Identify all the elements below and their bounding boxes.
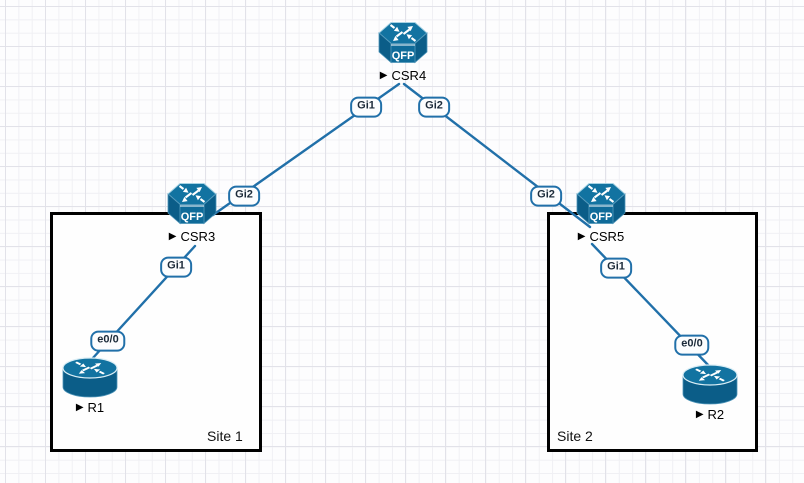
node-label-r1: ▶ R1 — [75, 400, 105, 415]
router-icon — [682, 364, 738, 405]
node-label-csr5: ▶ CSR5 — [577, 229, 625, 244]
running-triangle-icon: ▶ — [695, 409, 704, 421]
interface-badge-csr3-gi2: Gi2 — [228, 185, 260, 207]
site2-label: Site 2 — [557, 428, 593, 444]
qfp-router-icon: QFP — [167, 183, 217, 225]
interface-badge-csr4-gi1: Gi1 — [350, 96, 382, 118]
node-label-csr3: ▶ CSR3 — [168, 229, 216, 244]
svg-text:QFP: QFP — [590, 211, 613, 223]
running-triangle-icon: ▶ — [168, 231, 177, 243]
node-r1[interactable]: ▶ R1 — [62, 357, 118, 415]
site1-box[interactable] — [50, 212, 262, 452]
node-csr5[interactable]: QFP ▶ CSR5 — [575, 178, 627, 244]
interface-badge-csr4-gi2: Gi2 — [418, 96, 450, 118]
router-icon — [62, 357, 118, 398]
node-csr4[interactable]: QFP ▶ CSR4 — [377, 17, 429, 83]
running-triangle-icon: ▶ — [577, 231, 586, 243]
site2-box[interactable] — [547, 212, 758, 452]
running-triangle-icon: ▶ — [379, 70, 388, 82]
site1-label: Site 1 — [207, 428, 243, 444]
qfp-router-icon: QFP — [576, 183, 626, 225]
node-label-r2: ▶ R2 — [695, 407, 725, 422]
node-csr3[interactable]: QFP ▶ CSR3 — [166, 178, 218, 244]
interface-badge-csr5-gi2: Gi2 — [530, 185, 562, 207]
running-triangle-icon: ▶ — [75, 402, 84, 414]
interface-badge-r2-e0-0: e0/0 — [674, 334, 710, 356]
qfp-router-icon: QFP — [378, 22, 428, 64]
interface-badge-csr5-gi1: Gi1 — [600, 257, 632, 279]
interface-badge-csr3-gi1: Gi1 — [160, 256, 192, 278]
interface-badge-r1-e0-0: e0/0 — [90, 330, 126, 352]
svg-text:QFP: QFP — [392, 50, 415, 62]
node-label-csr4: ▶ CSR4 — [379, 68, 427, 83]
node-r2[interactable]: ▶ R2 — [682, 364, 738, 422]
svg-text:QFP: QFP — [181, 211, 204, 223]
